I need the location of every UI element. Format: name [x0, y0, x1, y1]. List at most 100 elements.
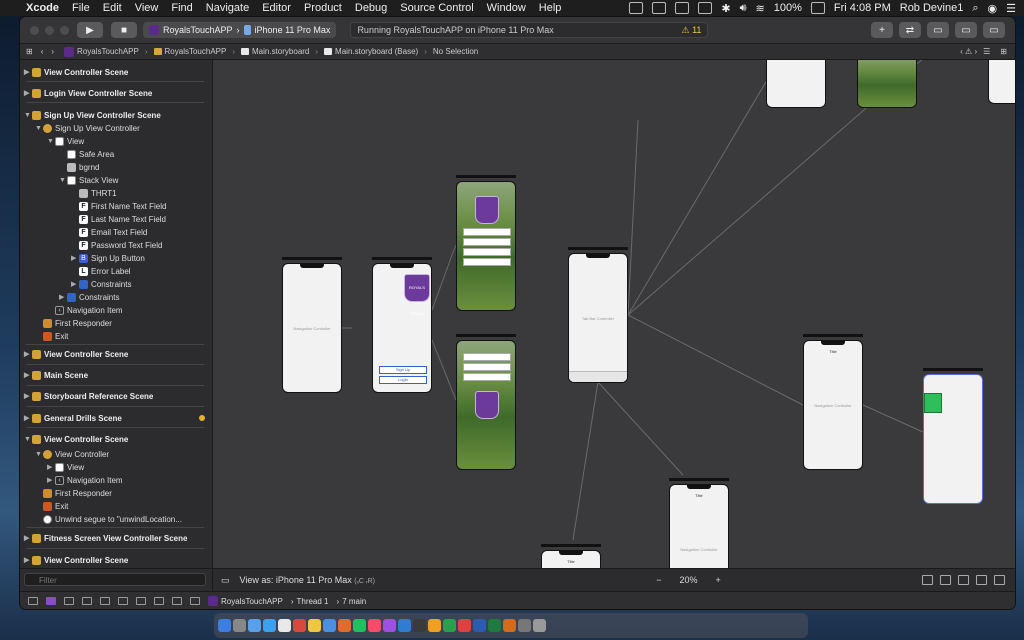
disclosure-triangle-icon[interactable]: ▶: [24, 415, 30, 422]
disclosure-triangle-icon[interactable]: ▼: [24, 111, 31, 119]
spotify-icon[interactable]: [353, 619, 366, 632]
step-over-icon[interactable]: [82, 597, 92, 605]
minimize-window-button[interactable]: [45, 25, 54, 35]
siri-app-icon[interactable]: [233, 619, 246, 632]
disclosure-triangle-icon[interactable]: ▶: [24, 372, 30, 379]
preview-icon[interactable]: [518, 619, 531, 632]
start-scene[interactable]: ROYALS TOUCH Sign Up Login: [372, 263, 432, 393]
disclosure-triangle-icon[interactable]: ▶: [71, 255, 77, 262]
toggle-outline-icon[interactable]: ▭: [221, 574, 230, 585]
calendar-icon[interactable]: [293, 619, 306, 632]
breakpoints-icon[interactable]: [46, 597, 56, 605]
disclosure-triangle-icon[interactable]: ▼: [35, 450, 42, 458]
firefox-icon[interactable]: [338, 619, 351, 632]
step-into-icon[interactable]: [100, 597, 110, 605]
outline-row[interactable]: ▼View Controller: [35, 448, 109, 460]
library-button[interactable]: +: [871, 22, 893, 38]
notes-icon[interactable]: [308, 619, 321, 632]
disclosure-triangle-icon[interactable]: ▶: [24, 69, 30, 76]
continue-icon[interactable]: [64, 597, 74, 605]
menu-navigate[interactable]: Navigate: [205, 2, 250, 14]
outline-row[interactable]: ▶Storyboard Reference Scene: [24, 390, 153, 402]
scene-thumbnail[interactable]: [988, 60, 1015, 104]
outline-row[interactable]: ▶Constraints: [59, 291, 119, 303]
view-controller-scene[interactable]: Title: [541, 550, 601, 568]
disclosure-triangle-icon[interactable]: ▼: [47, 137, 54, 145]
debug-breadcrumb-queue[interactable]: ›7 main: [336, 596, 367, 606]
clock[interactable]: Fri 4:08 PM: [833, 2, 891, 14]
outline-row[interactable]: Exit: [43, 330, 68, 342]
app-store-icon[interactable]: [323, 619, 336, 632]
text-field[interactable]: [463, 248, 511, 256]
outline-row[interactable]: bgrnd: [67, 161, 99, 173]
environment-overrides-icon[interactable]: [172, 597, 182, 605]
menu-editor[interactable]: Editor: [262, 2, 291, 14]
zoom-level[interactable]: 20%: [679, 575, 698, 585]
navigation-controller-scene[interactable]: Title Navigation Controller: [803, 340, 863, 470]
navigation-controller-scene[interactable]: Navigation Controller: [282, 263, 342, 393]
volume-icon[interactable]: 🔊︎: [739, 1, 747, 14]
menu-edit[interactable]: Edit: [102, 2, 122, 14]
toggle-inspector-button[interactable]: ▭: [983, 22, 1005, 38]
toggle-navigator-button[interactable]: ▭: [927, 22, 949, 38]
outline-row[interactable]: ▶‹Navigation Item: [47, 474, 123, 486]
tab-bar-controller-scene[interactable]: Tab Bar Controller: [568, 253, 628, 383]
safari-icon[interactable]: [263, 619, 276, 632]
breadcrumb-storyboard[interactable]: Main.storyboard: [241, 47, 309, 56]
scene-thumbnail[interactable]: [857, 60, 917, 108]
hide-debug-area-icon[interactable]: [28, 597, 38, 605]
trash-icon[interactable]: [533, 619, 546, 632]
outline-row[interactable]: Exit: [43, 500, 68, 512]
menu-find[interactable]: Find: [171, 2, 193, 14]
search-icon[interactable]: ⌕: [972, 1, 979, 14]
disclosure-triangle-icon[interactable]: ▶: [47, 477, 53, 484]
siri-icon[interactable]: ◉: [987, 2, 998, 15]
menu-debug[interactable]: Debug: [354, 2, 388, 14]
status-icon[interactable]: [629, 2, 644, 14]
word-icon[interactable]: [473, 619, 486, 632]
launchpad-icon[interactable]: [248, 619, 261, 632]
outline-row[interactable]: ▼Sign Up View Controller Scene: [24, 109, 161, 121]
text-field[interactable]: [463, 363, 511, 371]
photos-icon[interactable]: [278, 619, 291, 632]
text-field[interactable]: [463, 238, 511, 246]
podcasts-icon[interactable]: [383, 619, 396, 632]
battery-icon[interactable]: [810, 2, 825, 14]
outline-row[interactable]: ▶View: [47, 461, 84, 473]
resolve-issues-icon[interactable]: [993, 575, 1005, 585]
disclosure-triangle-icon[interactable]: ▶: [24, 393, 30, 400]
illustrator-icon[interactable]: [503, 619, 516, 632]
close-window-button[interactable]: [30, 25, 39, 35]
activity-viewer[interactable]: Running RoyalsTouchAPP on iPhone 11 Pro …: [350, 22, 709, 38]
scene-thumbnail[interactable]: [766, 60, 826, 108]
forward-icon[interactable]: ›: [51, 47, 55, 56]
powerpoint-icon[interactable]: [458, 619, 471, 632]
outline-row[interactable]: Safe Area: [67, 148, 114, 160]
status-icon[interactable]: [698, 2, 713, 14]
add-constraints-icon[interactable]: [975, 575, 987, 585]
breadcrumb-storyboard-base[interactable]: Main.storyboard (Base): [324, 47, 418, 56]
outline-row[interactable]: ‹Navigation Item: [55, 304, 123, 316]
outline-row[interactable]: ▼View: [47, 135, 84, 147]
step-out-icon[interactable]: [118, 597, 128, 605]
menu-product[interactable]: Product: [303, 2, 342, 14]
breadcrumb-project[interactable]: RoyalsTouchAPP: [64, 46, 139, 57]
menu-help[interactable]: Help: [538, 2, 562, 14]
align-icon[interactable]: [957, 575, 969, 585]
messages-icon[interactable]: [443, 619, 456, 632]
zoom-window-button[interactable]: [60, 25, 69, 35]
disclosure-triangle-icon[interactable]: ▶: [24, 535, 30, 542]
outline-row[interactable]: ▶Login View Controller Scene: [24, 87, 152, 99]
editor-options-icon[interactable]: ☰: [983, 47, 991, 56]
view-hierarchy-icon[interactable]: [136, 597, 146, 605]
warning-count[interactable]: ⚠ 11: [681, 24, 702, 35]
breadcrumb-folder[interactable]: RoyalsTouchAPP: [153, 47, 226, 56]
disclosure-triangle-icon[interactable]: ▼: [35, 124, 42, 132]
outline-row[interactable]: ▶Fitness Screen View Controller Scene: [24, 532, 187, 544]
disclosure-triangle-icon[interactable]: ▼: [24, 435, 31, 443]
